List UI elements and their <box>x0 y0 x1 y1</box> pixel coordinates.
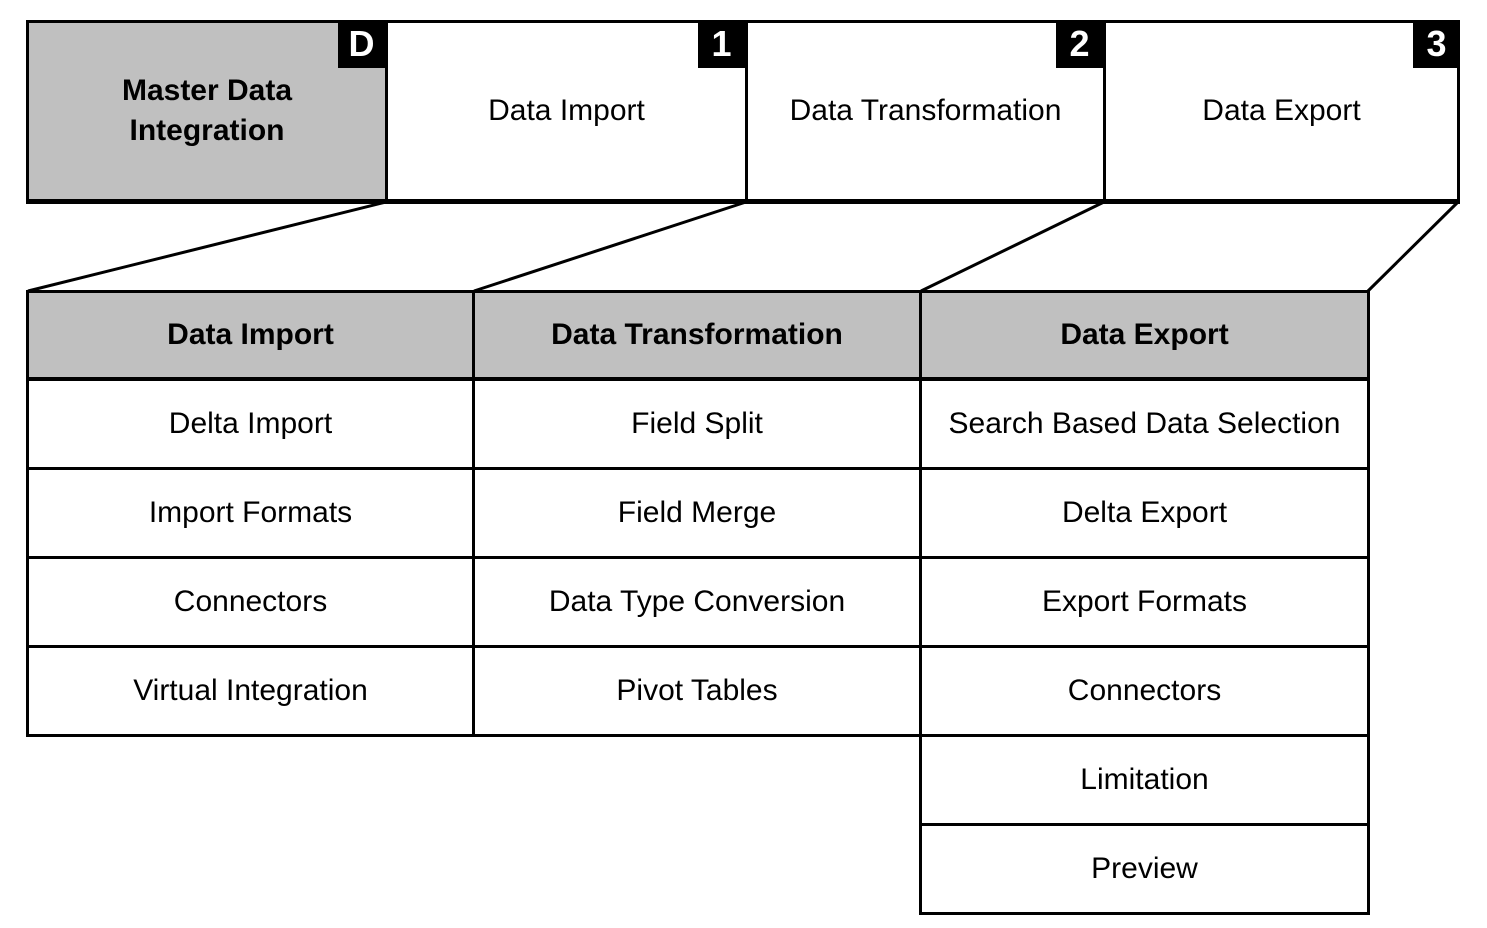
table-row-export-formats: Export Formats <box>922 559 1367 648</box>
badge-1: 1 <box>698 20 745 68</box>
table-header-data-export: Data Export <box>922 293 1367 381</box>
table-row-delta-export: Delta Export <box>922 470 1367 559</box>
connector-line-transformation-left <box>473 200 747 293</box>
table-row-limitation: Limitation <box>922 737 1367 826</box>
detail-table-data-import: Data Import Delta Import Import Formats … <box>26 290 475 737</box>
top-box-data-import: 1 Data Import <box>385 20 745 204</box>
top-box-label: Data Export <box>1202 93 1361 127</box>
badge-2: 2 <box>1056 20 1103 68</box>
detail-table-data-transformation: Data Transformation Field Split Field Me… <box>472 290 922 737</box>
table-row-data-type-conversion: Data Type Conversion <box>475 559 919 648</box>
detail-table-data-export: Data Export Search Based Data Selection … <box>919 290 1370 915</box>
table-row-connectors-import: Connectors <box>29 559 472 648</box>
table-row-field-split: Field Split <box>475 381 919 470</box>
connector-line-export-left <box>920 200 1105 293</box>
table-row-delta-import: Delta Import <box>29 381 472 470</box>
table-header-data-transformation: Data Transformation <box>475 293 919 381</box>
table-row-virtual-integration: Virtual Integration <box>29 648 472 734</box>
top-box-data-transformation: 2 Data Transformation <box>745 20 1103 204</box>
table-row-field-merge: Field Merge <box>475 470 919 559</box>
top-box-label: Data Transformation <box>789 93 1062 127</box>
connector-line-export-right <box>1366 200 1460 293</box>
table-header-data-import: Data Import <box>29 293 472 381</box>
connector-line-import-left <box>27 200 387 293</box>
top-box-master-data-integration: D Master Data Integration <box>26 20 385 204</box>
top-box-label: Data Import <box>488 93 645 127</box>
badge-3: 3 <box>1413 20 1460 68</box>
table-row-import-formats: Import Formats <box>29 470 472 559</box>
table-row-preview: Preview <box>922 826 1367 912</box>
table-row-connectors-export: Connectors <box>922 648 1367 737</box>
table-row-pivot-tables: Pivot Tables <box>475 648 919 734</box>
top-box-data-export: 3 Data Export <box>1103 20 1460 204</box>
table-row-search-based-data-selection: Search Based Data Selection <box>922 381 1367 470</box>
badge-d: D <box>338 20 385 68</box>
top-box-label: Master Data Integration <box>121 73 293 148</box>
